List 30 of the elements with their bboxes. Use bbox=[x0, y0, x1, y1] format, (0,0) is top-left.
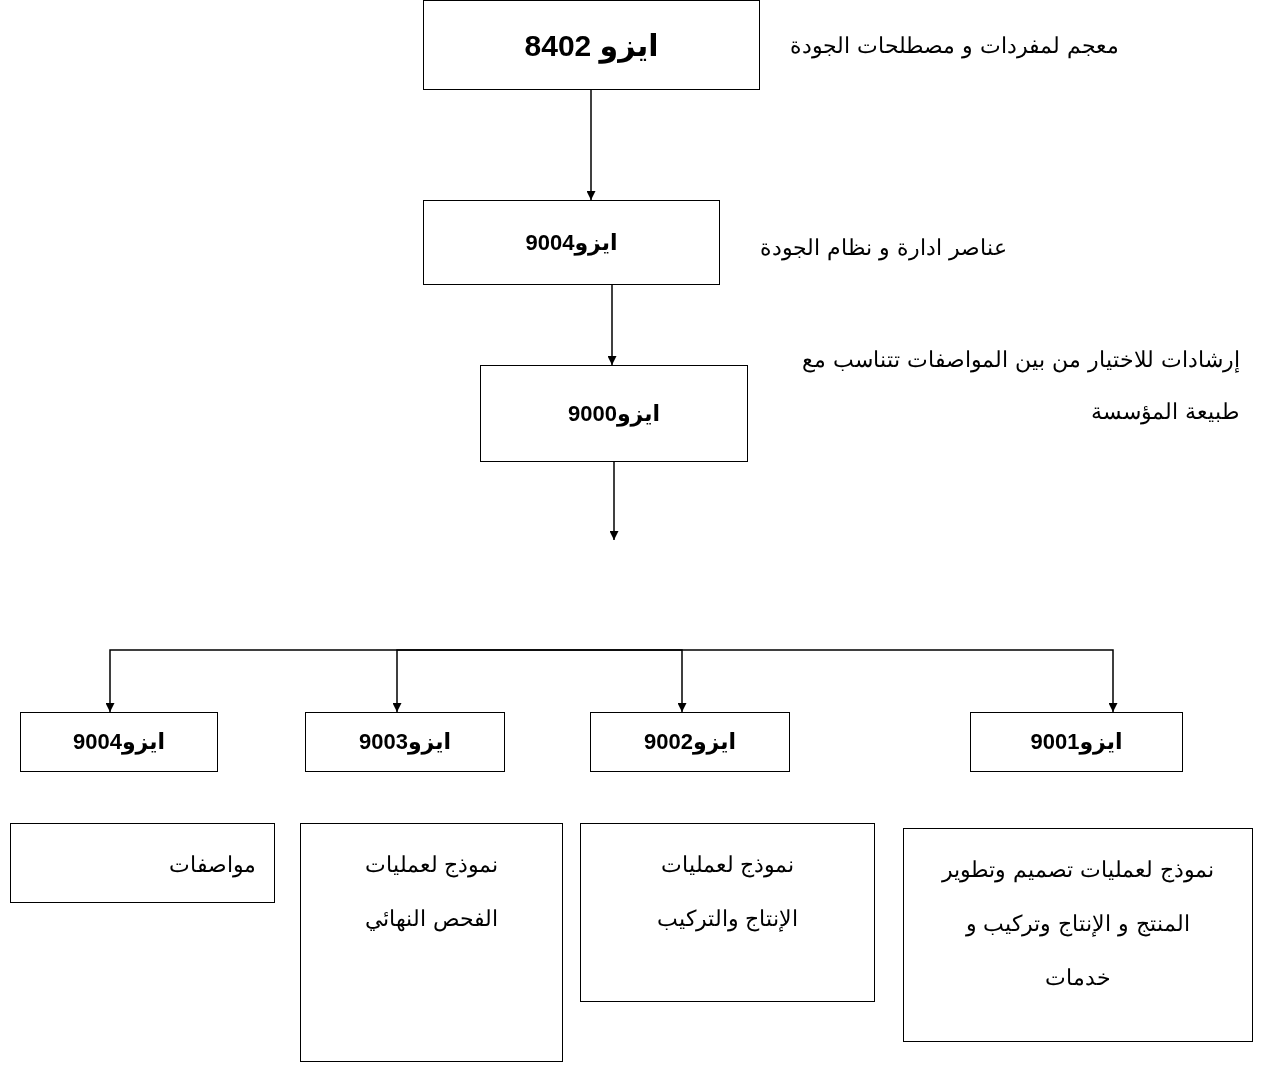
standard-box bbox=[423, 200, 720, 285]
standard-box bbox=[423, 0, 760, 90]
description-text: نموذج لعمليات الإنتاج والتركيب bbox=[655, 851, 800, 934]
standard-label: ايزو9001 bbox=[1030, 729, 1123, 755]
standard-label: ايزو9000 bbox=[567, 400, 661, 427]
standard-box bbox=[590, 712, 790, 772]
description-text: معجم لمفردات و مصطلحات الجودة bbox=[790, 32, 1119, 61]
standard-box bbox=[480, 365, 748, 462]
description-text: نموذج لعمليات تصميم وتطوير المنتج و الإنتاج وتركيب و خدمات bbox=[940, 856, 1215, 992]
description-box bbox=[10, 823, 275, 903]
standard-box bbox=[305, 712, 505, 772]
standard-box bbox=[970, 712, 1183, 772]
arrow bbox=[609, 461, 619, 541]
arrow bbox=[105, 649, 613, 713]
description-text: مواصفات bbox=[168, 851, 256, 880]
description-text: إرشادات للاختيار من بين المواصفات تتناسب مع طبيعة المؤسسة bbox=[801, 346, 1240, 427]
standard-label: ايزو 8402 bbox=[524, 27, 659, 63]
description-text: نموذج لعمليات الفحص النهائي bbox=[363, 851, 500, 934]
standard-label: ايزو9004 bbox=[525, 229, 618, 256]
arrow bbox=[611, 649, 687, 713]
arrow bbox=[607, 284, 617, 366]
description-box bbox=[903, 828, 1253, 1042]
standard-label: ايزو9003 bbox=[358, 729, 452, 755]
description-text: عناصر ادارة و نظام الجودة bbox=[760, 234, 1007, 263]
description-box bbox=[300, 823, 563, 1062]
description-box bbox=[580, 823, 875, 1002]
standard-label: ايزو9004 bbox=[72, 729, 166, 755]
standard-box bbox=[20, 712, 218, 772]
arrow bbox=[586, 89, 596, 201]
standard-label: ايزو9002 bbox=[643, 729, 737, 755]
